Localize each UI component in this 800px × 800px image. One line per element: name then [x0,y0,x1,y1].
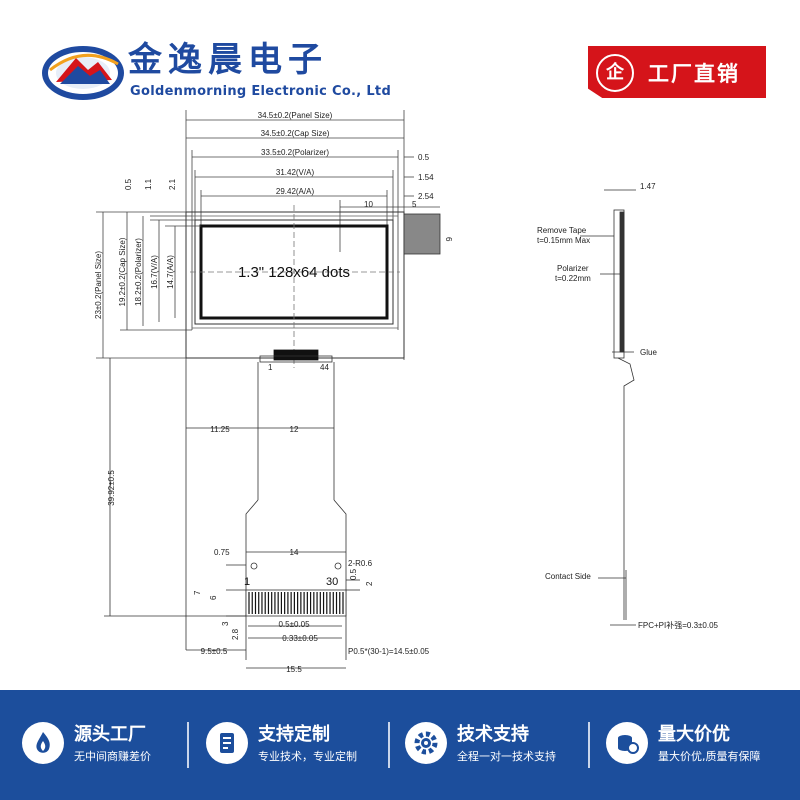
connector-end [186,551,360,669]
factory-icon [22,722,64,764]
fpc-dim-12: 12 [290,425,299,434]
side-view [580,189,636,626]
left-dim-cap: 19.2±0.2(Cap Size) [118,237,127,306]
top-dim-panel: 34.5±0.2(Panel Size) [258,111,333,120]
top-small-dim-0-5: 0.5 [124,178,133,190]
module-label: 1.3" 128x64 dots [238,264,350,281]
footer-banner [0,690,800,800]
left-dim-va: 16.7(V/A) [150,255,159,289]
connector-dim-3: 3 [221,621,230,626]
feature-support-title: 技术支持 [457,724,529,745]
remove-tape-spec: t=0.15mm Max [537,236,590,245]
top-dim-polarizer: 33.5±0.2(Polarizer) [261,148,329,157]
feature-factory-subtitle: 无中间商赚差价 [74,750,151,763]
footer-divider [388,722,390,768]
connector-pin-first: 1 [244,576,250,588]
footer-divider [187,722,189,768]
feature-price-subtitle: 量大价优,质量有保障 [658,750,761,763]
connector-dim-0-5: 0.5 [349,568,358,580]
top-small-dim-2-1: 2.1 [168,178,177,190]
enterprise-icon: 企 [596,54,634,92]
fpc-pin-1: 1 [268,363,273,372]
fpc-dim-11-25: 11.25 [210,425,230,434]
fpc-bond [259,349,333,363]
fpc-pin-44: 44 [320,363,329,372]
connector-dim-6: 6 [209,595,218,600]
left-dim-aa: 14.7(A/A) [166,255,175,289]
feature-factory-title: 源头工厂 [74,724,146,745]
custom-icon [206,722,248,764]
pitch-dim-0-33: 0.33±0.05 [282,634,318,643]
right-dim-10: 10 [364,200,373,209]
top-dim-va: 31.42(V/A) [276,168,315,177]
top-dim-aa: 29.42(A/A) [276,187,315,196]
connector-pin-last: 30 [326,576,338,588]
left-dimensions [96,211,201,359]
polarizer-label: Polarizer [557,264,589,273]
polarizer-spec: t=0.22mm [555,274,591,283]
side-thickness: 1.47 [640,182,656,191]
company-name-en: Goldenmorning Electronic Co., Ltd [130,84,392,99]
left-dim-panel: 23±0.2(Panel Size) [94,251,103,319]
connector-dim-2: 2 [365,581,374,586]
feature-price-title: 量大价优 [658,724,730,745]
right-dim-5: 5 [412,200,417,209]
hatched-tab [403,213,441,255]
bottom-dim-9-5: 9.5±0.5 [201,647,228,656]
fpc-dim-39-92: 39.92±0.5 [107,470,116,506]
right-dim-1-54: 1.54 [418,173,434,182]
fpc-tail [104,358,347,650]
company-logo [42,40,124,102]
connector-side: 0.75 [214,548,230,557]
panel-outline [185,205,405,368]
connector-dim-7: 7 [193,590,202,595]
pitch-dim-0-5: 0.5±0.05 [278,620,310,629]
right-dim-2-54: 2.54 [418,192,434,201]
connector-radius: 2-R0.6 [348,559,373,568]
technical-drawing: 34.5±0.2(Panel Size) 34.5±0.2(Cap Size) … [0,108,800,688]
contact-side-label: Contact Side [545,572,591,581]
fpc-thickness-label: FPC+PI补强=0.3±0.05 [638,620,719,630]
factory-direct-label: 工厂直销 [648,62,740,86]
tab-dim-6: 6 [444,237,453,242]
top-dim-cap: 34.5±0.2(Cap Size) [261,129,330,138]
price-icon [606,722,648,764]
connector-dim-2-8: 2.8 [231,628,240,640]
feature-custom-title: 支持定制 [258,724,330,745]
gear-icon [405,722,447,764]
right-dim-0-5: 0.5 [418,153,430,162]
top-small-dim-1-1: 1.1 [144,178,153,190]
bottom-dim-pitch: P0.5*(30-1)=14.5±0.05 [348,647,430,656]
connector-pins [248,592,344,614]
feature-support-subtitle: 全程一对一技术支持 [457,750,556,763]
remove-tape-label: Remove Tape [537,226,587,235]
left-dim-polarizer: 18.2±0.2(Polarizer) [134,238,143,306]
company-name-cn: 金逸晨电子 [128,40,328,80]
connector-width: 14 [290,548,299,557]
feature-custom-subtitle: 专业技术，专业定制 [258,750,357,763]
footer-divider [588,722,590,768]
bottom-dim-15-5: 15.5 [286,665,302,674]
glue-label: Glue [640,348,657,357]
